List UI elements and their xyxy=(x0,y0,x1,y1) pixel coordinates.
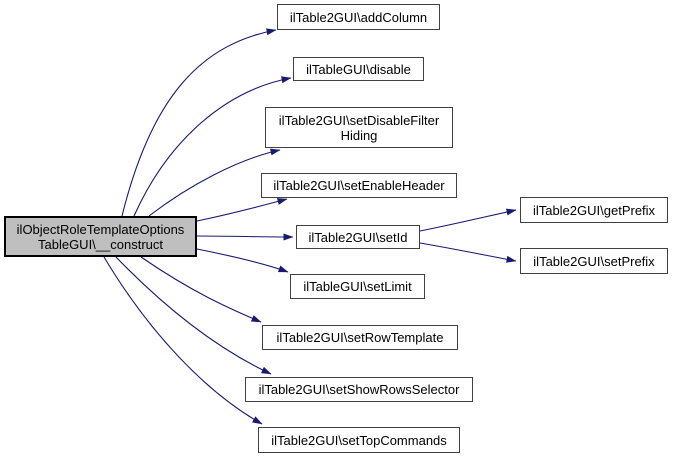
node-setTopCommands[interactable]: ilTable2GUI\setTopCommands xyxy=(258,427,460,453)
node-label: ilTable2GUI\setPrefix xyxy=(533,253,655,269)
node-label: Hiding xyxy=(340,127,378,143)
node-label: ilTable2GUI\setShowRowsSelector xyxy=(258,382,460,397)
node-setEnableHeader[interactable]: ilTable2GUI\setEnableHeader xyxy=(261,173,457,198)
edge-construct-setEnableHeader xyxy=(196,198,288,222)
node-setShowRowsSelector[interactable]: ilTable2GUI\setShowRowsSelector xyxy=(245,377,473,402)
node-label: ilTable2GUI\setDisableFilter xyxy=(278,112,440,128)
node-label: TableGUI\__construct xyxy=(37,236,163,252)
node-label: ilTable2GUI\setTopCommands xyxy=(271,432,447,448)
node-label: ilTable2GUI\setRowTemplate xyxy=(276,330,444,345)
node-label: ilTableGUI\disable xyxy=(306,61,411,77)
node-getPrefix[interactable]: ilTable2GUI\getPrefix xyxy=(520,197,668,223)
edge-construct-setDisableFilterHiding xyxy=(148,148,281,217)
node-label: ilTable2GUI\addColumn xyxy=(289,9,428,25)
node-setPrefix[interactable]: ilTable2GUI\setPrefix xyxy=(520,248,668,274)
edge-construct-setRowTemplate xyxy=(140,256,262,323)
node-label: ilTable2GUI\setEnableHeader xyxy=(273,178,445,193)
edge-setId-setPrefix xyxy=(419,242,517,263)
edge-setId-getPrefix xyxy=(419,208,517,232)
edge-construct-disable xyxy=(133,76,292,217)
node-label: ilObjectRoleTemplateOptions xyxy=(16,221,185,237)
edge-construct-addColumn xyxy=(121,28,277,217)
edge-construct-setShowRowsSelector xyxy=(115,256,272,375)
node-setId[interactable]: ilTable2GUI\setId xyxy=(296,225,420,249)
edge-construct-setTopCommands xyxy=(103,256,263,425)
node-disable[interactable]: ilTableGUI\disable xyxy=(293,57,424,81)
node-setRowTemplate[interactable]: ilTable2GUI\setRowTemplate xyxy=(262,325,458,350)
edge-construct-setId xyxy=(196,233,294,241)
node-addColumn[interactable]: ilTable2GUI\addColumn xyxy=(277,4,440,30)
node-label: ilTable2GUI\getPrefix xyxy=(532,202,656,218)
node-label: ilTable2GUI\setId xyxy=(308,229,408,245)
node-setLimit[interactable]: ilTableGUI\setLimit xyxy=(290,274,425,299)
node-label: ilTableGUI\setLimit xyxy=(303,279,412,294)
edge-construct-setLimit xyxy=(196,248,289,273)
